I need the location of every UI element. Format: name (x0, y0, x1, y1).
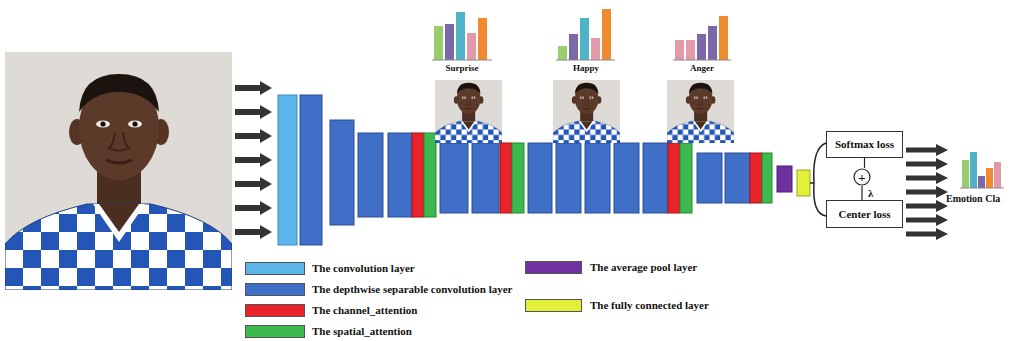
emotion-label: Happy (573, 64, 599, 74)
legend-swatch (245, 262, 305, 275)
legend-text: The convolution layer (312, 262, 415, 274)
loss-box: Center loss (826, 200, 903, 228)
legend-swatch (245, 325, 305, 338)
legend-text: The depthwise separable convolution laye… (312, 283, 512, 295)
input-face-photo (5, 52, 232, 290)
legend-swatch (525, 261, 582, 274)
output-label: Emotion Cla (946, 193, 1000, 204)
legend-text: The fully connected layer (590, 299, 709, 311)
connector-line (861, 186, 862, 200)
output-arrows (906, 144, 948, 240)
loss-bracket (810, 143, 826, 216)
sum-symbol: + (858, 171, 865, 184)
legend-swatch (525, 299, 582, 312)
loss-box: Softmax loss (826, 131, 903, 158)
circle-shape (854, 169, 870, 185)
sum-circle: + (853, 168, 871, 186)
legend-text: The channel_attention (312, 304, 417, 316)
legend-text: The spatial_attention (312, 325, 412, 337)
legend-swatch (245, 304, 305, 317)
emotion-label: Anger (690, 64, 714, 74)
legend-text: The average pool layer (590, 261, 697, 273)
loss-name: Center loss (838, 209, 890, 220)
weight-symbol: λ (867, 187, 874, 199)
feature-face-photos (435, 76, 734, 146)
emotion-histograms (432, 9, 1004, 188)
loss-name: Softmax loss (835, 139, 894, 150)
connector-line (864, 158, 865, 168)
legend-swatch (245, 283, 305, 296)
input-arrows (235, 81, 272, 239)
emotion-label: Surprise (445, 64, 478, 74)
